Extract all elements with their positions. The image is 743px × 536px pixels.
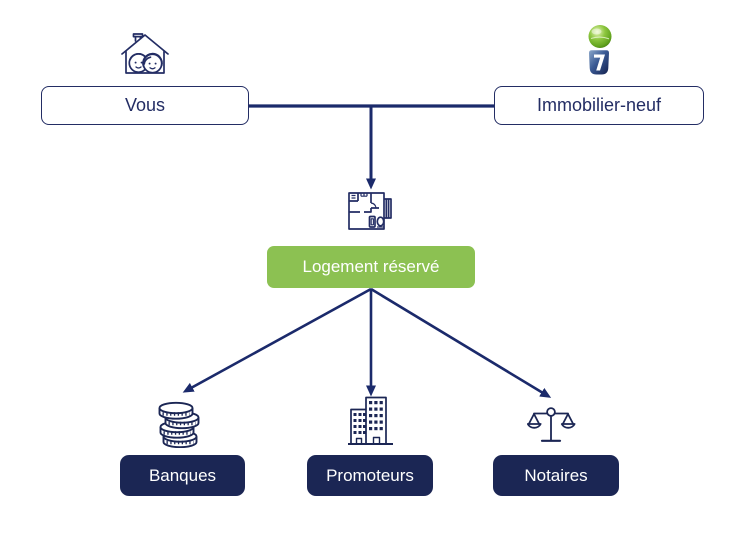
node-notaires-label: Notaires <box>524 465 588 485</box>
node-banques: Banques <box>120 455 245 496</box>
node-logement-reserve: Logement réservé <box>267 246 475 288</box>
node-vous-label: Vous <box>124 95 166 115</box>
node-logement-reserve-label: Logement réservé <box>302 257 440 276</box>
node-promoteurs-label: Promoteurs <box>326 465 414 485</box>
floorplan-icon <box>348 192 392 230</box>
node-immobilier-neuf: Immobilier-neuf <box>494 86 704 125</box>
edge-logement-banques <box>182 287 372 393</box>
house-couple-icon <box>121 33 169 74</box>
node-promoteurs: Promoteurs <box>307 455 433 496</box>
node-immobilier-neuf-label: Immobilier-neuf <box>536 95 662 115</box>
node-banques-label: Banques <box>148 465 217 485</box>
node-notaires: Notaires <box>493 455 619 496</box>
coins-icon <box>158 401 200 448</box>
buildings-icon <box>348 396 393 445</box>
immobilier-neuf-logo-icon <box>588 25 612 75</box>
node-vous: Vous <box>41 86 249 125</box>
scales-icon <box>527 407 576 442</box>
edge-logement-notaires <box>370 287 552 398</box>
